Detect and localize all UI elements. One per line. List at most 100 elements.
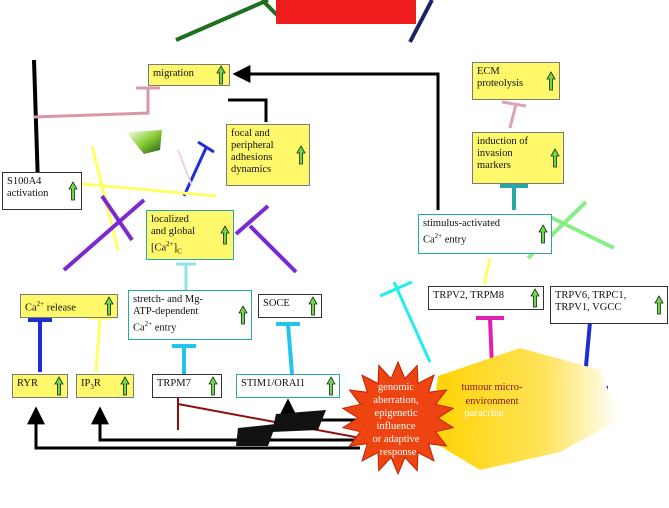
up-arrow-icon [308, 296, 318, 316]
stim-box: STIM1/ORAI1 [236, 374, 340, 398]
stretch-sup: 2+ [144, 320, 153, 328]
ip3r-b: R [93, 378, 101, 389]
stimulus-text: stimulus-activated Ca [423, 218, 500, 246]
burst-line-2: epigenetic [374, 408, 417, 419]
focal-box: focal and peripheral adhesions dynamics [226, 124, 310, 186]
yellow-trpv2-line [482, 257, 492, 285]
soce-label: SOCE [263, 298, 290, 309]
top-navy-line [408, 0, 434, 43]
migration-label: migration [153, 68, 194, 79]
light-pink-line [177, 149, 193, 187]
purple-line-2 [100, 194, 134, 242]
stimulus-tail: entry [442, 234, 467, 246]
focal-to-migration-line [228, 98, 268, 122]
burst-line-1: aberration, [373, 395, 418, 406]
ecm-label: ECM proteolysis [477, 66, 524, 89]
top-red-header [276, 0, 416, 24]
ca-release-sup: 2+ [36, 300, 45, 308]
ryr-label: RYR [17, 378, 39, 389]
ip3r-label: IP3R [81, 378, 117, 393]
trpm7-label: TRPM7 [157, 378, 191, 389]
genomic-burst [341, 360, 455, 476]
ca-release-box: Ca2+ release [20, 294, 118, 318]
up-arrow-icon [238, 305, 248, 325]
localized-label: localized and global [Ca2+]C [151, 214, 217, 258]
localized-box: localized and global [Ca2+]C [146, 210, 234, 260]
trpm7-box: TRPM7 [152, 374, 222, 398]
ip3r-a: IP [81, 378, 91, 389]
yellow-line-2 [81, 182, 217, 198]
trpv6-box: TRPV6, TRPC1, TRPV1, VGCC [550, 286, 668, 324]
trpv2-box: TRPV2, TRPM8 [428, 286, 544, 310]
migration-box: migration [148, 64, 230, 86]
localized-sup: 2+ [166, 240, 174, 248]
up-arrow-icon [326, 376, 336, 396]
black-arrow-ip3r [91, 406, 360, 442]
up-arrow-icon [220, 225, 230, 245]
localized-sub: C [177, 247, 182, 256]
stimulus-label: stimulus-activated Ca2+ entry [423, 218, 535, 247]
cyan-trpv2-bar [379, 280, 413, 298]
soce-box: SOCE [258, 294, 322, 318]
green-wedge [126, 130, 162, 154]
up-arrow-icon [104, 296, 114, 316]
stim-label: STIM1/ORAI1 [241, 378, 306, 389]
tumour-text: tumour micro- environment paracrine [462, 377, 527, 419]
pink-inhibit-line [33, 88, 150, 119]
up-arrow-icon [208, 376, 218, 396]
stretch-label: stretch- and Mg- ATP-dependent Ca2+ entr… [133, 294, 235, 335]
tumour-blob [430, 348, 620, 470]
ca-release-tail: release [44, 302, 76, 314]
trpv2-label: TRPV2, TRPM8 [433, 290, 504, 301]
black-block-2 [272, 410, 326, 432]
black-block-1 [236, 424, 276, 446]
burst-line-5: response [380, 447, 417, 458]
burst-text: genomic aberration, epigenetic influence… [373, 377, 424, 458]
burst-line-4: or adaptive [373, 434, 420, 445]
ip3r-box: IP3R [76, 374, 134, 398]
invasion-label: induction of invasion markers [477, 136, 529, 171]
ecm-pink-line [508, 103, 518, 129]
stimulus-to-migration-arrow [232, 65, 440, 210]
stretch-box: stretch- and Mg- ATP-dependent Ca2+ entr… [128, 290, 252, 340]
cyan-stim-line [286, 323, 294, 375]
purple-line-3 [234, 204, 270, 236]
stimulus-sup: 2+ [434, 232, 443, 240]
up-arrow-icon [54, 376, 64, 396]
s100a4-box: S100A4 activation [2, 172, 82, 210]
cyan-trpv2-line [392, 281, 432, 363]
up-arrow-icon [654, 295, 664, 315]
ecm-box: ECM proteolysis [472, 62, 560, 100]
up-arrow-icon [120, 376, 130, 396]
purple-line-4 [248, 224, 298, 274]
up-arrow-icon [546, 71, 556, 91]
purple-line-1 [62, 198, 146, 272]
up-arrow-icon [216, 65, 226, 85]
stimulus-box: stimulus-activated Ca2+ entry [418, 214, 552, 254]
stretch-tail: entry [152, 322, 177, 334]
yellow-ip3r-line [94, 317, 102, 373]
ryr-box: RYR [12, 374, 68, 398]
black-arrow-ryr [27, 406, 360, 450]
up-arrow-icon [538, 224, 548, 244]
tumour-line-1: environment [465, 396, 518, 407]
localized-tail: ] [173, 242, 178, 254]
ip3r-sub: 3 [90, 383, 94, 392]
trpv6-label: TRPV6, TRPC1, TRPV1, VGCC [555, 290, 627, 313]
top-green-line [175, 0, 269, 42]
up-arrow-icon [296, 145, 306, 165]
invasion-box: induction of invasion markers [472, 132, 564, 184]
blue-focal-bar [197, 140, 215, 154]
burst-line-3: influence [376, 421, 415, 432]
light-green-bar [547, 214, 615, 250]
up-arrow-icon [68, 181, 78, 201]
up-arrow-icon [550, 148, 560, 168]
blue-focal-line [182, 147, 208, 197]
localized-text: localized and global [Ca [151, 214, 196, 254]
tumour-line-0: tumour micro- [462, 382, 523, 393]
s100a4-label: S100A4 activation [7, 176, 49, 199]
stretch-text: stretch- and Mg- ATP-dependent Ca [133, 294, 203, 334]
tumour-line-2: paracrine [464, 408, 503, 419]
focal-label: focal and peripheral adhesions dynamics [231, 128, 274, 175]
